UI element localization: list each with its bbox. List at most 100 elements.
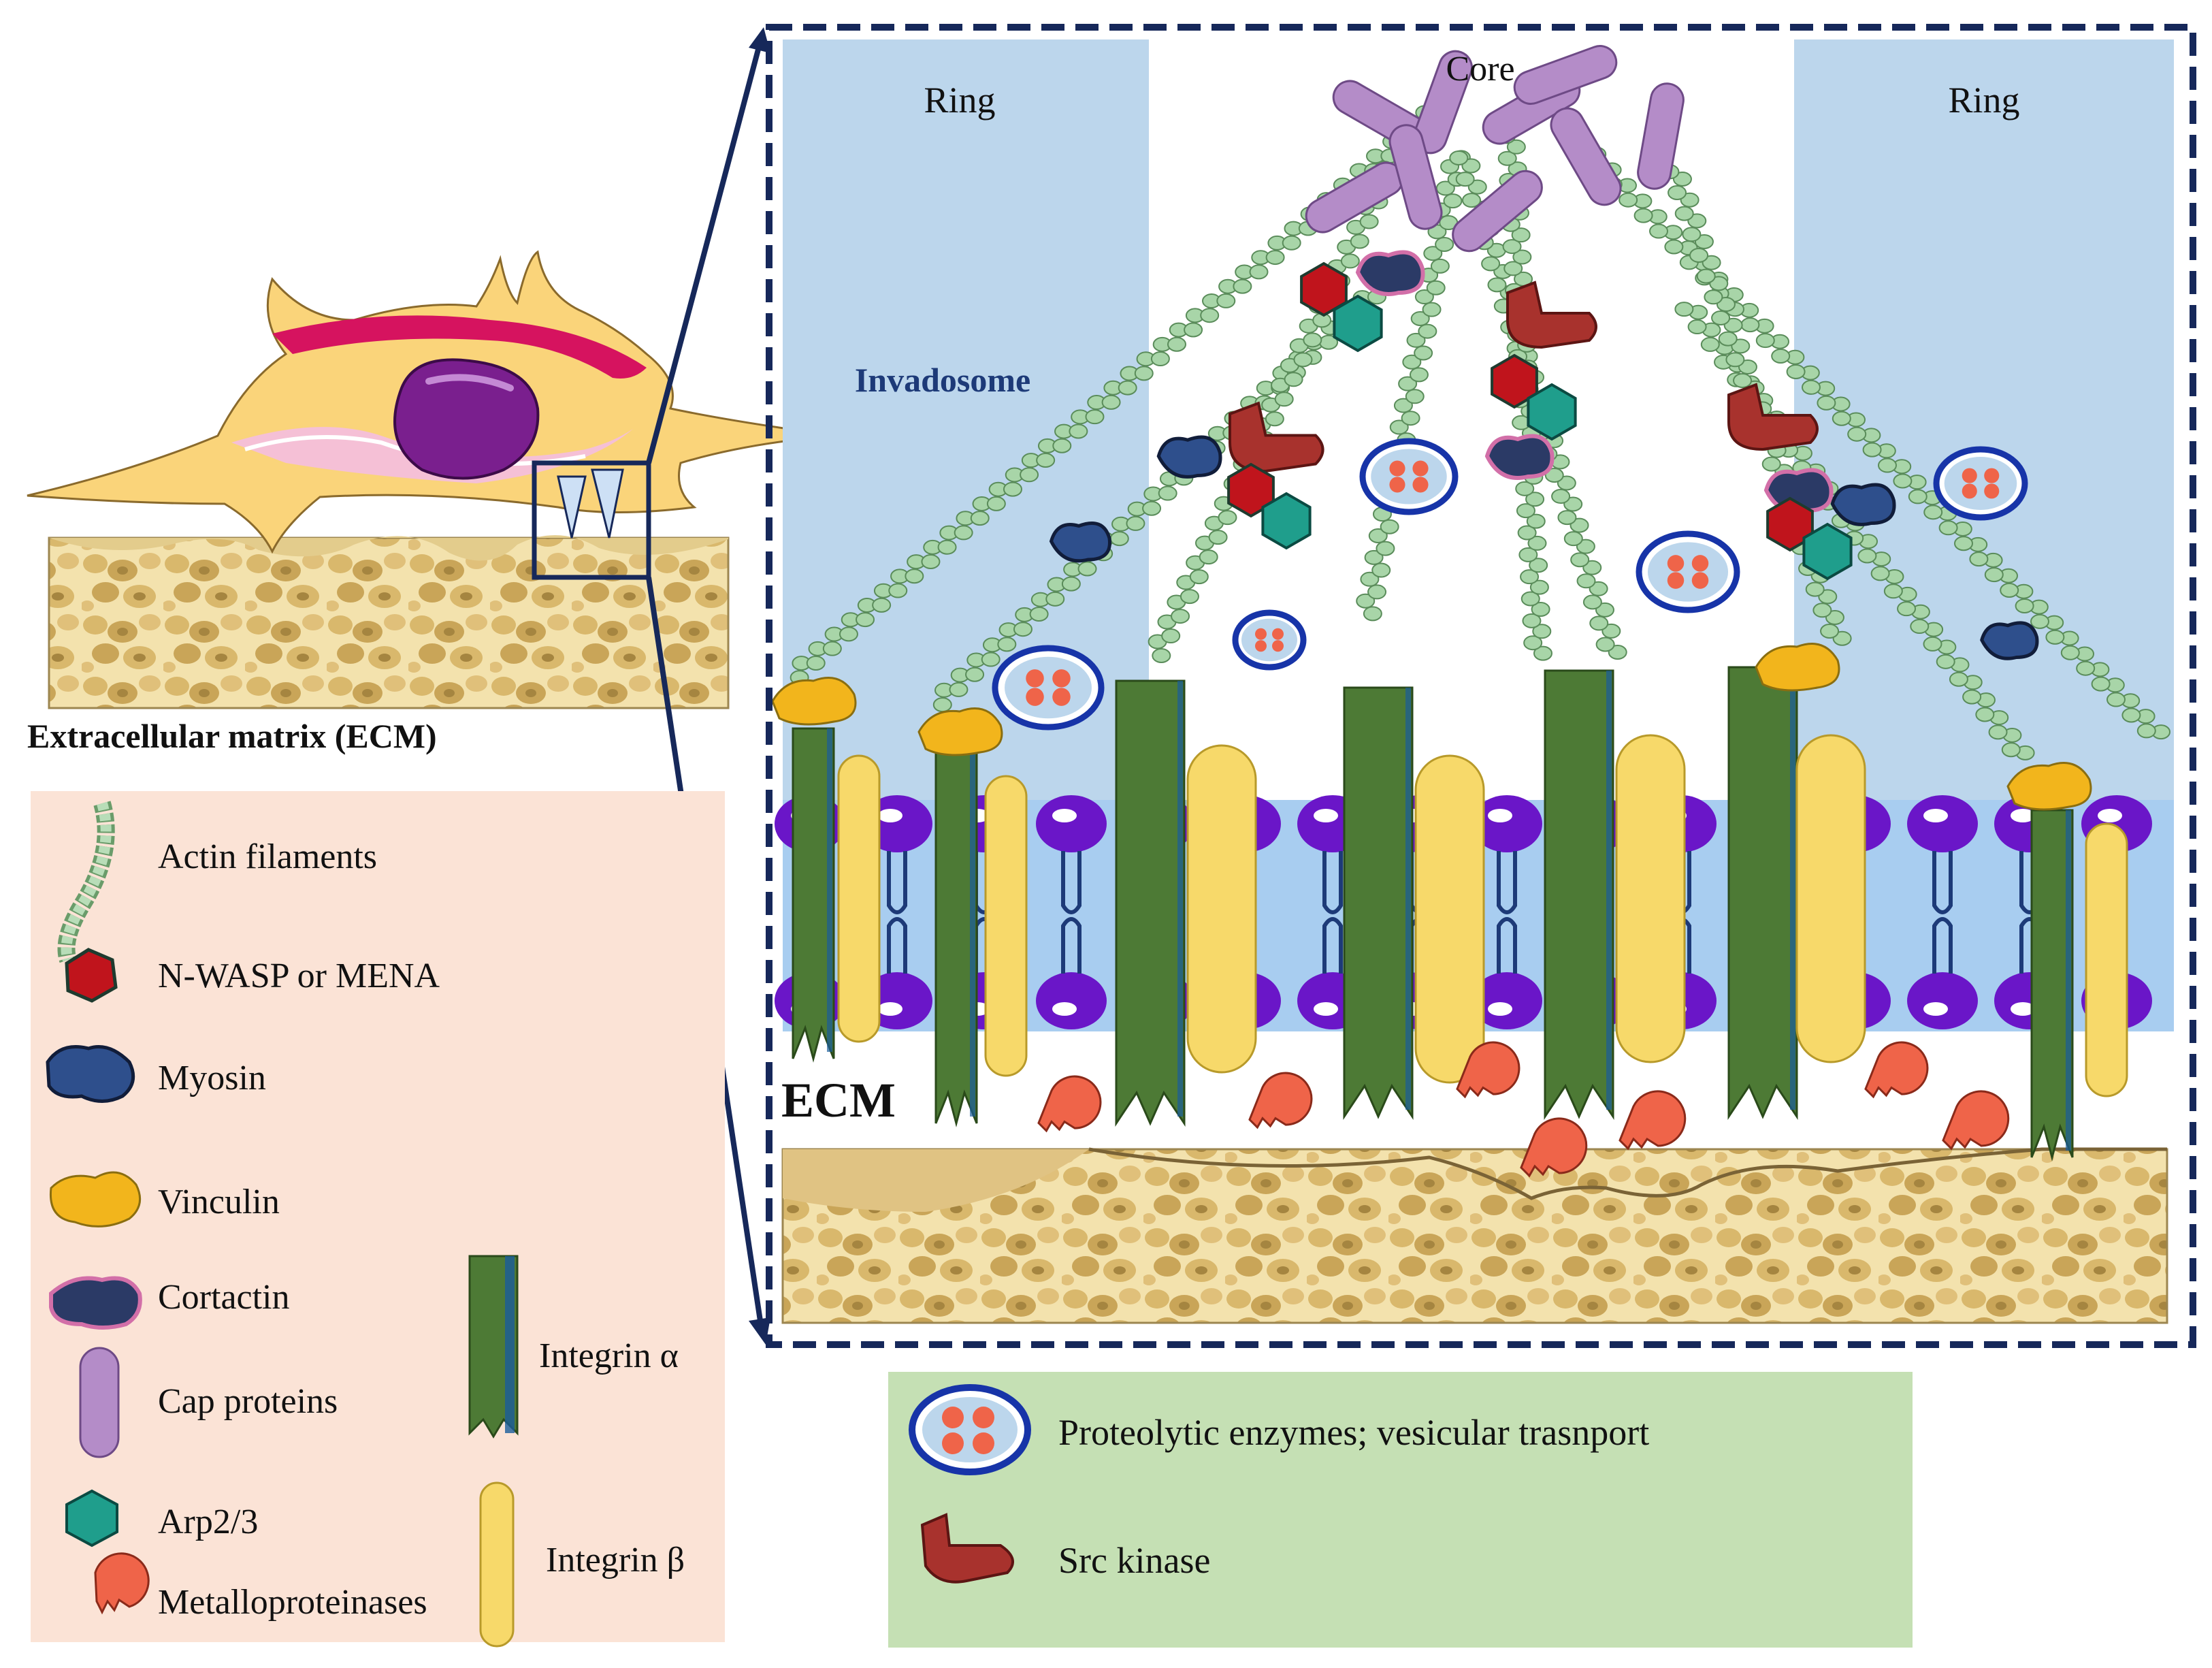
- integrin-alpha: [792, 727, 835, 1063]
- cap-protein: [1637, 82, 1685, 190]
- integrin-beta: [984, 775, 1028, 1077]
- vinculin: [917, 707, 1003, 756]
- cap-protein: [1388, 124, 1443, 230]
- cap-protein: [1550, 107, 1622, 206]
- legend-label-mmp: Metalloproteinases: [158, 1583, 427, 1622]
- invadosome-label: Invadosome: [855, 361, 1030, 399]
- vinculin-icon: [49, 1171, 142, 1228]
- src-kinase-icon: [920, 1513, 1014, 1584]
- ecm-degraded-surface: [783, 1149, 1089, 1212]
- invadosome-proteins: [992, 250, 2039, 1178]
- myosin: [1980, 621, 2039, 660]
- myosin: [1156, 435, 1222, 479]
- green-legend-panel: Proteolytic enzymes; vesicular trasnport…: [888, 1372, 1913, 1648]
- lipid-head: [1907, 795, 1978, 852]
- metalloproteinase-icon: [94, 1552, 150, 1615]
- integrin-beta: [1615, 734, 1686, 1063]
- nwasp-mena-icon: [65, 948, 118, 1003]
- lipid-head: [1036, 795, 1107, 852]
- lipid-head: [1907, 972, 1978, 1029]
- legend-label-actin: Actin filaments: [158, 837, 377, 876]
- cap-proteins: [1305, 45, 1685, 253]
- integrin-alpha: [1727, 666, 1798, 1120]
- nwasp-mena: [1491, 353, 1538, 409]
- vesicle-icon: [909, 1384, 1031, 1475]
- metalloproteinase: [1456, 1041, 1520, 1099]
- cell-cortex-band: [272, 315, 647, 379]
- cortactin: [1355, 250, 1425, 296]
- metalloproteinase: [1864, 1041, 1929, 1099]
- zoom-line-top: [646, 33, 765, 464]
- green-label-src: Src kinase: [1058, 1540, 1210, 1581]
- green-legend-background: [888, 1372, 1913, 1648]
- cell-panel: [27, 27, 838, 1345]
- legend-label-cap: Cap proteins: [158, 1382, 338, 1421]
- cortactin-icon: [49, 1276, 142, 1330]
- cortactin: [1484, 434, 1555, 480]
- integrin-beta: [837, 754, 881, 1043]
- lipid-head: [1471, 972, 1542, 1029]
- integrin-alpha: [1343, 686, 1414, 1120]
- integrin-beta-icon: [479, 1481, 515, 1648]
- ecm-zoom-label: ECM: [781, 1073, 896, 1127]
- vinculin: [771, 677, 857, 726]
- metalloproteinase: [1619, 1090, 1687, 1151]
- legend-background: [31, 791, 725, 1642]
- core-label: Core: [1446, 50, 1514, 89]
- legend-label-arp: Arp2/3: [158, 1503, 258, 1541]
- legend-panel: Actin filaments N-WASP or MENA Myosin Vi…: [31, 791, 725, 1648]
- integrin-alpha: [1544, 669, 1614, 1120]
- cap-protein: [1513, 45, 1618, 105]
- vinculin: [1755, 643, 1840, 692]
- integrins: [771, 643, 2128, 1161]
- zoom-frame: [766, 24, 2196, 1348]
- nucleus: [393, 358, 540, 480]
- vinculin: [2006, 762, 2092, 811]
- nwasp-mena: [1227, 462, 1275, 518]
- myosin: [1049, 522, 1111, 563]
- legend-label-integrin-alpha: Integrin α: [539, 1336, 679, 1375]
- lipid-head: [1036, 972, 1107, 1029]
- myosin-icon: [46, 1045, 135, 1103]
- metalloproteinase: [1942, 1090, 2010, 1151]
- lipid-head: [1471, 795, 1542, 852]
- integrin-alpha: [934, 741, 978, 1127]
- zoom-panel: Ring Ring Core Invadosome ECM: [766, 24, 2196, 1348]
- legend-label-integrin-beta: Integrin β: [546, 1541, 685, 1579]
- integrin-beta: [1795, 734, 1866, 1063]
- green-label-vesicle: Proteolytic enzymes; vesicular trasnport: [1058, 1412, 1649, 1453]
- integrin-beta: [2085, 822, 2128, 1097]
- arp23: [1261, 492, 1312, 550]
- integrin-alpha: [1115, 679, 1186, 1127]
- arp23: [1527, 383, 1577, 441]
- ecm-slab-left: [48, 536, 730, 709]
- nwasp-mena: [1300, 261, 1348, 317]
- arp23-icon: [65, 1489, 118, 1547]
- metalloproteinase: [1248, 1072, 1313, 1129]
- arp23: [1333, 294, 1383, 353]
- legend-label-nwasp: N-WASP or MENA: [158, 957, 440, 995]
- integrin-beta: [1414, 754, 1485, 1084]
- cap-protein: [1452, 170, 1543, 253]
- metalloproteinase: [1520, 1117, 1588, 1178]
- cap-protein-icon: [79, 1347, 120, 1458]
- ring-label-left: Ring: [924, 80, 995, 121]
- legend-label-vinculin: Vinculin: [158, 1183, 280, 1221]
- myosin: [1830, 483, 1896, 526]
- ecm-caption: Extracellular matrix (ECM): [27, 717, 437, 755]
- integrin-alpha: [2030, 809, 2074, 1161]
- legend-label-cortactin: Cortactin: [158, 1278, 290, 1317]
- metalloproteinase: [1037, 1075, 1102, 1133]
- zoom-region-box: [532, 460, 651, 580]
- arp23: [1802, 522, 1853, 581]
- legend-label-myosin: Myosin: [158, 1059, 266, 1097]
- ring-label-right: Ring: [1948, 80, 2019, 121]
- src-kinase: [1506, 280, 1597, 349]
- integrin-beta: [1186, 744, 1257, 1074]
- src-kinase: [1727, 383, 1819, 451]
- nwasp-mena: [1766, 496, 1814, 552]
- actin-filament-icon: [57, 801, 115, 963]
- src-kinase: [1229, 401, 1324, 473]
